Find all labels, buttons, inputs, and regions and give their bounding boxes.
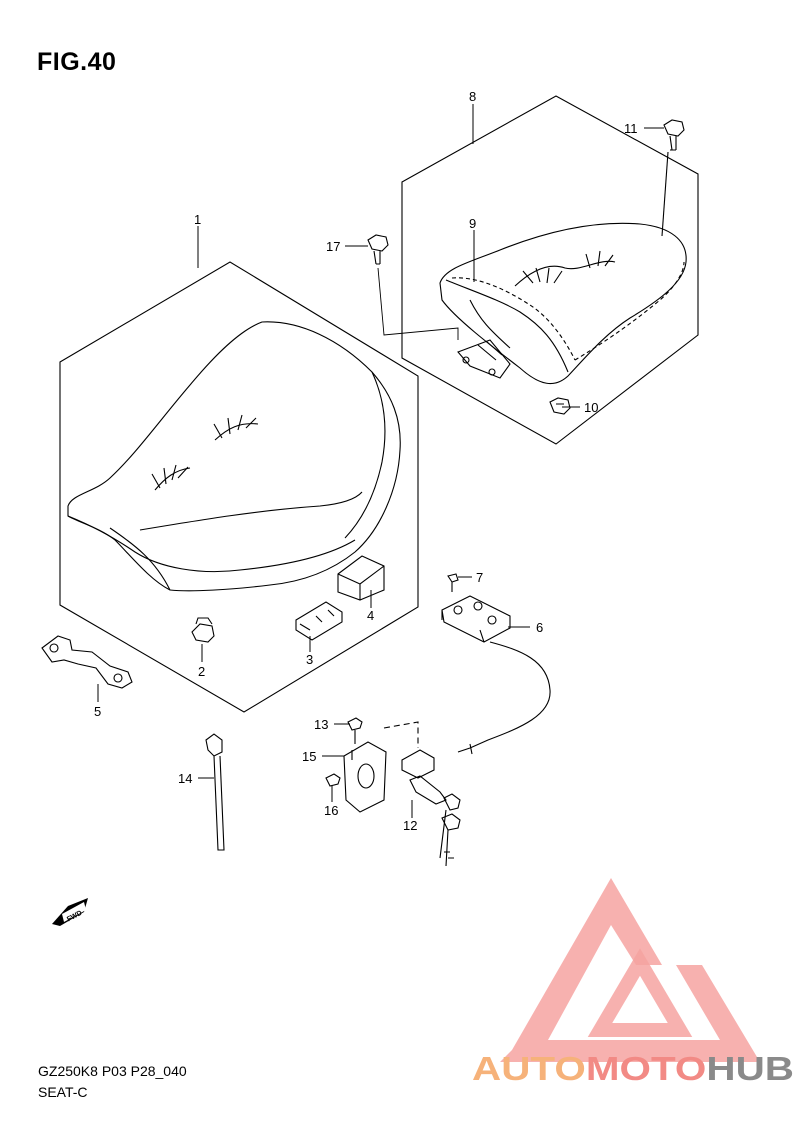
cushion-block	[337, 555, 385, 601]
callout-12: 12	[403, 818, 417, 833]
rear-seat-pad	[439, 222, 687, 385]
lock-bracket	[343, 741, 387, 813]
front-seat-group	[41, 261, 419, 713]
lock-cable	[469, 641, 551, 749]
callout-5: 5	[94, 704, 101, 719]
lock-set	[205, 717, 461, 867]
callout-16: 16	[324, 803, 338, 818]
watermark-logo	[500, 878, 760, 1062]
callout-11: 11	[624, 121, 638, 136]
callout-17: 17	[326, 239, 340, 254]
rear-seat-group-box	[401, 95, 699, 445]
callout-14: 14	[178, 771, 192, 786]
callout-13: 13	[314, 717, 328, 732]
bolt-icon	[347, 717, 363, 744]
callout-6: 6	[536, 620, 543, 635]
model-code: GZ250K8 P03 P28_040	[38, 1063, 187, 1079]
fwd-arrow-icon: FWD	[52, 898, 88, 926]
helmet-lock	[441, 595, 511, 643]
callout-labels: 1 2 3 4 5 6 7 8 9 10 11 12 13 14 15 16 1…	[94, 89, 638, 833]
callout-8: 8	[469, 89, 476, 104]
fasteners	[367, 119, 685, 415]
figure-title: FIG.40	[37, 48, 117, 76]
bolt-icon	[663, 119, 685, 151]
callout-3: 3	[306, 652, 313, 667]
front-seat-shell	[67, 321, 401, 592]
rear-seat-group	[401, 95, 699, 445]
helmet-lock-assembly	[441, 573, 551, 755]
callout-4: 4	[367, 608, 374, 623]
lock-cylinder	[401, 749, 447, 805]
callout-1: 1	[194, 212, 201, 227]
nut-icon	[549, 397, 571, 415]
screw-icon	[447, 573, 459, 592]
cable-tie	[205, 733, 225, 851]
bolt-icon	[367, 234, 389, 265]
callout-2: 2	[198, 664, 205, 679]
grommet	[191, 617, 215, 643]
key-icon	[441, 813, 461, 867]
watermark-triangle-icon	[500, 878, 760, 1062]
callout-10: 10	[584, 400, 598, 415]
callout-15: 15	[302, 749, 316, 764]
watermark-hub: HUB	[706, 1050, 794, 1087]
watermark-auto: AUTO	[472, 1050, 586, 1087]
section-name: SEAT-C	[38, 1084, 88, 1100]
key-icon	[439, 793, 461, 859]
watermark-moto: MOTO	[586, 1050, 707, 1087]
front-seat-group-box	[59, 261, 419, 713]
seat-bracket	[41, 635, 133, 689]
rubber-cushion	[295, 601, 343, 641]
leader-lines	[97, 104, 664, 818]
callout-7: 7	[476, 570, 483, 585]
nut-icon	[325, 773, 341, 787]
callout-9: 9	[469, 216, 476, 231]
